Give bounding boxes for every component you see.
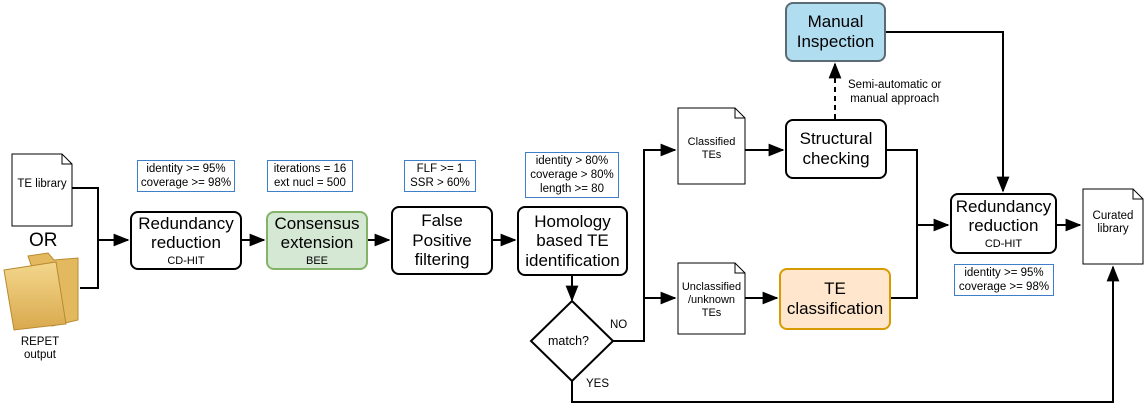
- te-classification-step: TE classification: [779, 268, 891, 330]
- yes-label: YES: [586, 378, 610, 390]
- curated-library-label: Curated library: [1092, 210, 1134, 235]
- decision-label: match?: [548, 334, 589, 348]
- redundancy1-params: identity >= 95% coverage >= 98%: [137, 160, 235, 192]
- homology-identification-step: Homology based TE identification: [517, 206, 628, 276]
- unclassified-tes-label: Unclassified /unknown TEs: [681, 280, 742, 319]
- document-icon: [11, 153, 73, 227]
- final-redundancy-params: identity >= 95% coverage >= 98%: [954, 264, 1054, 296]
- te-library-label: TE library: [17, 178, 67, 190]
- consensus-params: iterations = 16 ext nucl = 500: [267, 160, 353, 192]
- or-label: OR: [29, 230, 58, 251]
- fpf-params: FLF >= 1 SSR > 60%: [404, 160, 476, 192]
- manual-inspection-step: Manual Inspection: [785, 2, 886, 62]
- structural-checking-step: Structural checking: [785, 119, 887, 179]
- document-icon: [1082, 188, 1144, 265]
- semi-automatic-label: Semi-automatic or manual approach: [848, 79, 942, 105]
- folder-icon: [3, 252, 79, 331]
- consensus-extension-step: Consensus extension BEE: [266, 211, 368, 270]
- false-positive-filtering-step: False Positive filtering: [391, 206, 493, 275]
- final-redundancy-reduction-step: Redundancy reduction CD-HIT: [950, 193, 1057, 254]
- classified-tes-label: Classified TEs: [687, 136, 736, 161]
- repet-output-label: REPET output: [20, 336, 60, 361]
- redundancy-reduction-step: Redundancy reduction CD-HIT: [130, 211, 242, 270]
- document-icon: [677, 262, 746, 335]
- no-label: NO: [610, 319, 628, 331]
- homology-params: identity > 80% coverage > 80% length >= …: [525, 152, 619, 198]
